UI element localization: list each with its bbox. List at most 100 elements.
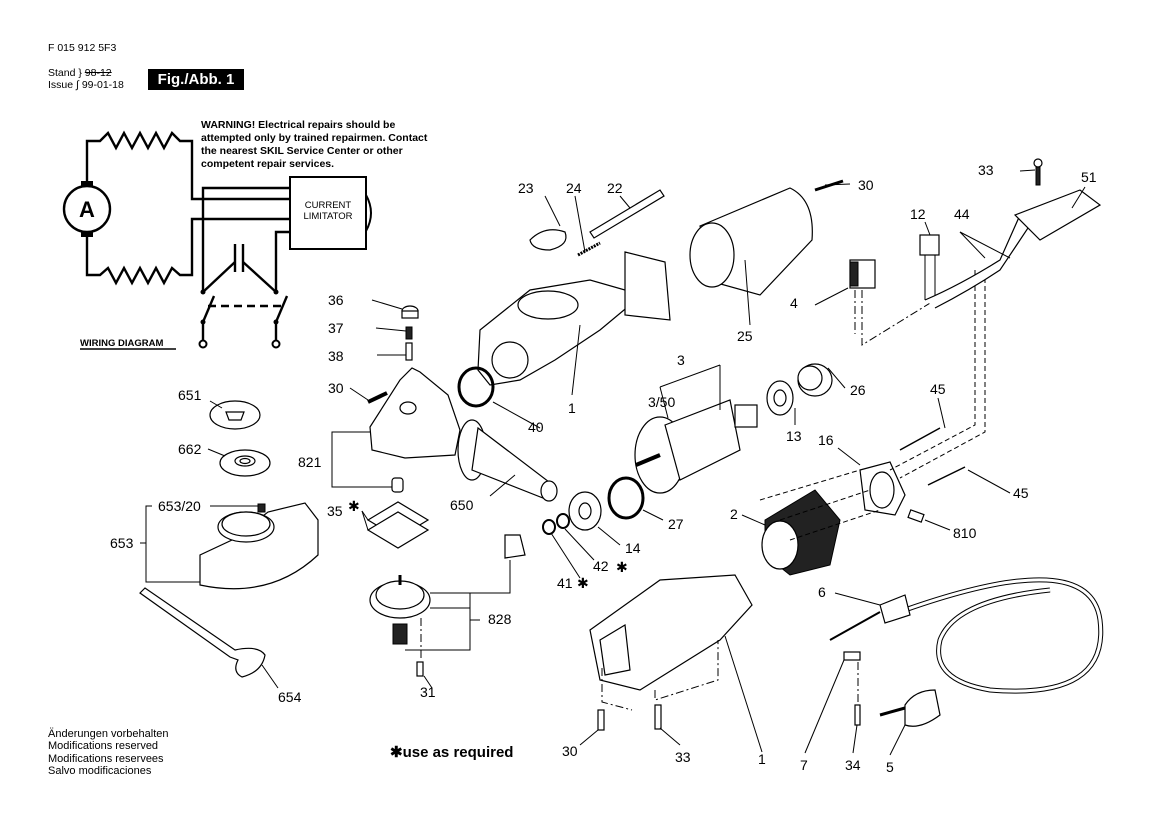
washers-41-42	[542, 513, 570, 535]
spindle-assembly-828	[369, 534, 526, 677]
carbon-brush-810	[907, 509, 925, 523]
label-14: 14	[625, 540, 641, 556]
side-handle-650	[457, 419, 558, 502]
footer-line-de: Änderungen vorbehalten	[48, 728, 169, 740]
label-4: 4	[790, 295, 798, 311]
footer-notes: Änderungen vorbehalten Modifications res…	[48, 728, 168, 777]
label-41: 41	[557, 575, 573, 591]
part-labels: 23 24 22 30 25 1 3 3/50 13 26 4 12 44 33…	[110, 162, 1097, 775]
label-13: 13	[786, 428, 802, 444]
label-51: 51	[1081, 169, 1097, 185]
label-2: 2	[730, 506, 738, 522]
label-5: 5	[886, 759, 894, 775]
label-44: 44	[954, 206, 970, 222]
label-1-top: 1	[568, 400, 576, 416]
label-26: 26	[850, 382, 866, 398]
figure-label: Fig./Abb. 1	[148, 69, 244, 90]
brush-holder-16	[859, 461, 906, 516]
label-45-right: 45	[1013, 485, 1029, 501]
label-662: 662	[178, 441, 202, 457]
power-cord-6-5	[829, 577, 1104, 727]
motor-housing-1-lower	[589, 574, 753, 731]
label-1-bottom: 1	[758, 751, 766, 767]
field-coil-2	[761, 489, 841, 576]
housing-cover-25	[689, 179, 844, 296]
footer-line-en: Modifications reserved	[48, 740, 159, 753]
label-27: 27	[668, 516, 684, 532]
label-22: 22	[607, 180, 623, 196]
label-12: 12	[910, 206, 926, 222]
asterisk-35: ✱	[348, 498, 360, 514]
flange-651	[209, 400, 261, 430]
label-40: 40	[528, 419, 544, 435]
stand-label: Stand	[48, 67, 76, 79]
document-number: F 015 912 5F3	[48, 42, 117, 54]
label-653: 653	[110, 535, 134, 551]
stand-value: 98-12	[84, 67, 112, 79]
wiring-diagram: A CURRENT LIMITATOR WIRING DIAGRAM	[62, 130, 372, 350]
use-as-required-note: ✱use as required	[390, 743, 513, 761]
current-limiter-box	[289, 176, 367, 250]
motor-letter: A	[79, 197, 95, 222]
stand-row: Stand } 98-12	[48, 67, 112, 79]
spanner-654	[139, 587, 266, 678]
label-35: 35	[327, 503, 343, 519]
o-ring-40	[457, 366, 495, 408]
gear-head-821	[369, 367, 461, 493]
label-42: 42	[593, 558, 609, 574]
label-7: 7	[800, 757, 808, 773]
label-38: 38	[328, 348, 344, 364]
label-24: 24	[566, 180, 582, 196]
label-650: 650	[450, 497, 474, 513]
label-34: 34	[845, 757, 861, 773]
bolt-36-37-38	[401, 305, 419, 361]
wiring-diagram-title: WIRING DIAGRAM	[80, 338, 163, 349]
footer-line-fr: Modifications reservees	[48, 752, 164, 765]
footer-line-es: Salvo modificaciones	[48, 764, 152, 777]
dashed-connections	[759, 270, 986, 541]
switch-parts-22-23-24	[529, 189, 665, 257]
bearing-cup-26	[797, 363, 833, 397]
armature-3	[634, 399, 758, 494]
label-810: 810	[953, 525, 977, 541]
bearing-13	[766, 380, 794, 416]
asterisk-symbol: ✱	[390, 744, 403, 761]
screw-33-top	[1033, 158, 1043, 186]
gaskets-35	[366, 501, 430, 549]
leader-lines	[140, 169, 1086, 756]
switch-4	[849, 259, 1001, 346]
label-33-top: 33	[978, 162, 994, 178]
label-3-50: 3/50	[648, 394, 675, 410]
guard-653	[199, 502, 319, 590]
limiter-label-2: LIMITATOR	[303, 211, 352, 222]
label-30-left: 30	[328, 380, 344, 396]
label-30-top: 30	[858, 177, 874, 193]
label-6: 6	[818, 584, 826, 600]
label-821: 821	[298, 454, 322, 470]
o-ring-27	[607, 476, 645, 520]
issue-value: 99-01-18	[81, 79, 124, 91]
label-3: 3	[677, 352, 685, 368]
label-31: 31	[420, 684, 436, 700]
issue-row: Issue ∫ 99-01-18	[48, 79, 124, 91]
motor-housing-1	[477, 251, 671, 386]
label-16: 16	[818, 432, 834, 448]
bearing-14	[568, 491, 602, 531]
label-23: 23	[518, 180, 534, 196]
limiter-label-1: CURRENT	[305, 200, 352, 211]
pcb-51	[1013, 189, 1102, 241]
brush-connectors-45	[899, 427, 966, 486]
issue-label: Issue	[48, 79, 74, 91]
label-45-top: 45	[930, 381, 946, 397]
label-828: 828	[488, 611, 512, 627]
cable-harness-44	[924, 211, 1031, 309]
label-651: 651	[178, 387, 202, 403]
asterisk-41: ✱	[577, 575, 589, 591]
screw-30-left	[367, 391, 388, 404]
cord-clamp-7-screw-34	[843, 651, 861, 726]
label-25: 25	[737, 328, 753, 344]
label-36: 36	[328, 292, 344, 308]
label-33-bottom: 33	[675, 749, 691, 765]
warning-text: WARNING! Electrical repairs should be at…	[201, 119, 428, 170]
